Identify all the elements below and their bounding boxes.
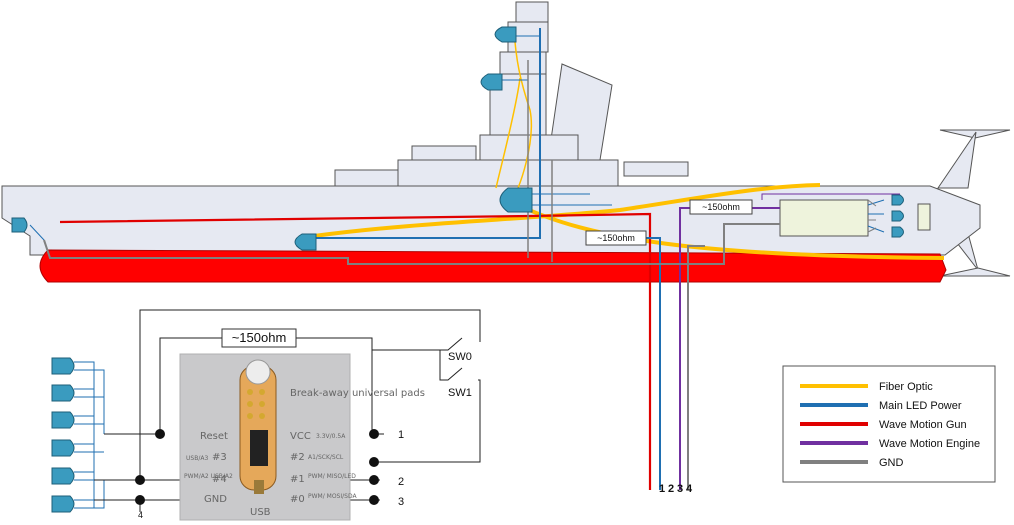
fiber-optic-line xyxy=(313,183,821,238)
wire-number-4: 4 xyxy=(686,483,693,495)
terminal-4-label: 4 xyxy=(138,510,143,520)
led-bow-icon xyxy=(11,217,28,233)
led-engine-2-icon xyxy=(891,210,904,222)
main-led-power-line xyxy=(29,224,45,241)
board-pads-heading: Break-away universal pads xyxy=(290,388,425,399)
led-array-5-icon xyxy=(51,467,75,485)
main-led-power-line xyxy=(646,237,661,490)
circuit-resistor: ~150ohm xyxy=(221,328,297,348)
wire-numbers: 1 2 3 4 xyxy=(659,483,693,495)
board-pin-4: #4 xyxy=(212,474,227,485)
board-pin-reset: Reset xyxy=(200,431,228,442)
board-pin-1: #1 xyxy=(290,474,305,485)
gnd-line xyxy=(527,60,553,262)
main-led-power-line xyxy=(502,35,612,206)
led-array-4-icon xyxy=(51,439,75,457)
ship-wiring xyxy=(29,28,945,490)
led-array xyxy=(51,357,105,513)
led-bridge-top-icon xyxy=(494,26,517,43)
engine-resistor: ~150ohm xyxy=(689,199,753,215)
wire-number-1: 1 xyxy=(659,483,665,495)
board-pin-vcc: VCC xyxy=(290,431,311,442)
switch-1-label: SW1 xyxy=(448,387,472,399)
led-engine-1-icon xyxy=(891,194,904,206)
board-pin-0: #0 xyxy=(290,494,305,505)
legend-label: GND xyxy=(879,457,904,469)
board-usb-label: USB xyxy=(250,507,271,518)
led-array-3-icon xyxy=(51,411,75,429)
main-led-power-line xyxy=(867,199,885,233)
led-gun-icon xyxy=(294,233,317,251)
circuit-nodes xyxy=(135,429,379,505)
terminal-3-label: 3 xyxy=(398,496,404,508)
legend-label: Main LED Power xyxy=(879,400,962,412)
wave-motion-engine-line xyxy=(679,207,780,490)
main-resistor: ~150ohm xyxy=(585,230,647,246)
ship-leds xyxy=(11,26,904,251)
board-pin-4-sub: PWM/A2 USB/A2 xyxy=(184,473,233,480)
switch-0-label: SW0 xyxy=(448,351,472,363)
terminal-1-label: 1 xyxy=(398,429,404,441)
board-pin-2: #2 xyxy=(290,452,305,463)
wire-number-3: 3 xyxy=(677,483,683,495)
fiber-optic-line xyxy=(495,77,521,189)
fiber-optic-line xyxy=(509,29,533,205)
led-engine-3-icon xyxy=(891,226,904,238)
board-pin-2-sub: A1/SCK/SCL xyxy=(308,454,344,461)
legend-label: Wave Motion Engine xyxy=(879,438,980,450)
microcontroller-board: Break-away universal pads Reset #3 USB/A… xyxy=(179,353,425,521)
led-bridge-mid-icon xyxy=(480,73,503,91)
gnd-line xyxy=(687,245,705,490)
board-pin-3-sub: USB/A3 xyxy=(186,455,208,462)
gnd-line xyxy=(43,223,780,265)
legend-label: Wave Motion Gun xyxy=(879,419,967,431)
led-center-icon xyxy=(499,187,533,213)
led-array-1-icon xyxy=(51,357,75,375)
main-resistor-label: ~150ohm xyxy=(597,233,635,243)
wave-motion-gun-line xyxy=(59,212,652,490)
engine-resistor-label: ~150ohm xyxy=(702,202,740,212)
gnd-line xyxy=(867,199,877,233)
main-led-power-line xyxy=(310,28,541,239)
led-array-2-icon xyxy=(51,384,75,402)
terminal-2-label: 2 xyxy=(398,476,404,488)
board-pin-vcc-sub: 3.3V/0.5A xyxy=(316,433,346,440)
wire-number-2: 2 xyxy=(668,483,674,495)
engine-module xyxy=(779,199,931,237)
fiber-optic-line xyxy=(515,202,945,260)
board-pin-3: #3 xyxy=(212,452,227,463)
led-array-6-icon xyxy=(51,495,75,513)
circuit-resistor-label: ~150ohm xyxy=(232,330,287,345)
board-pin-gnd: GND xyxy=(204,494,227,505)
board-pin-0-sub: PWM/ MOSI/SDA xyxy=(308,493,357,500)
legend-label: Fiber Optic xyxy=(879,381,933,393)
board-pin-1-sub: PWM/ MISO/LED xyxy=(308,473,356,480)
wave-motion-engine-line xyxy=(761,193,900,200)
